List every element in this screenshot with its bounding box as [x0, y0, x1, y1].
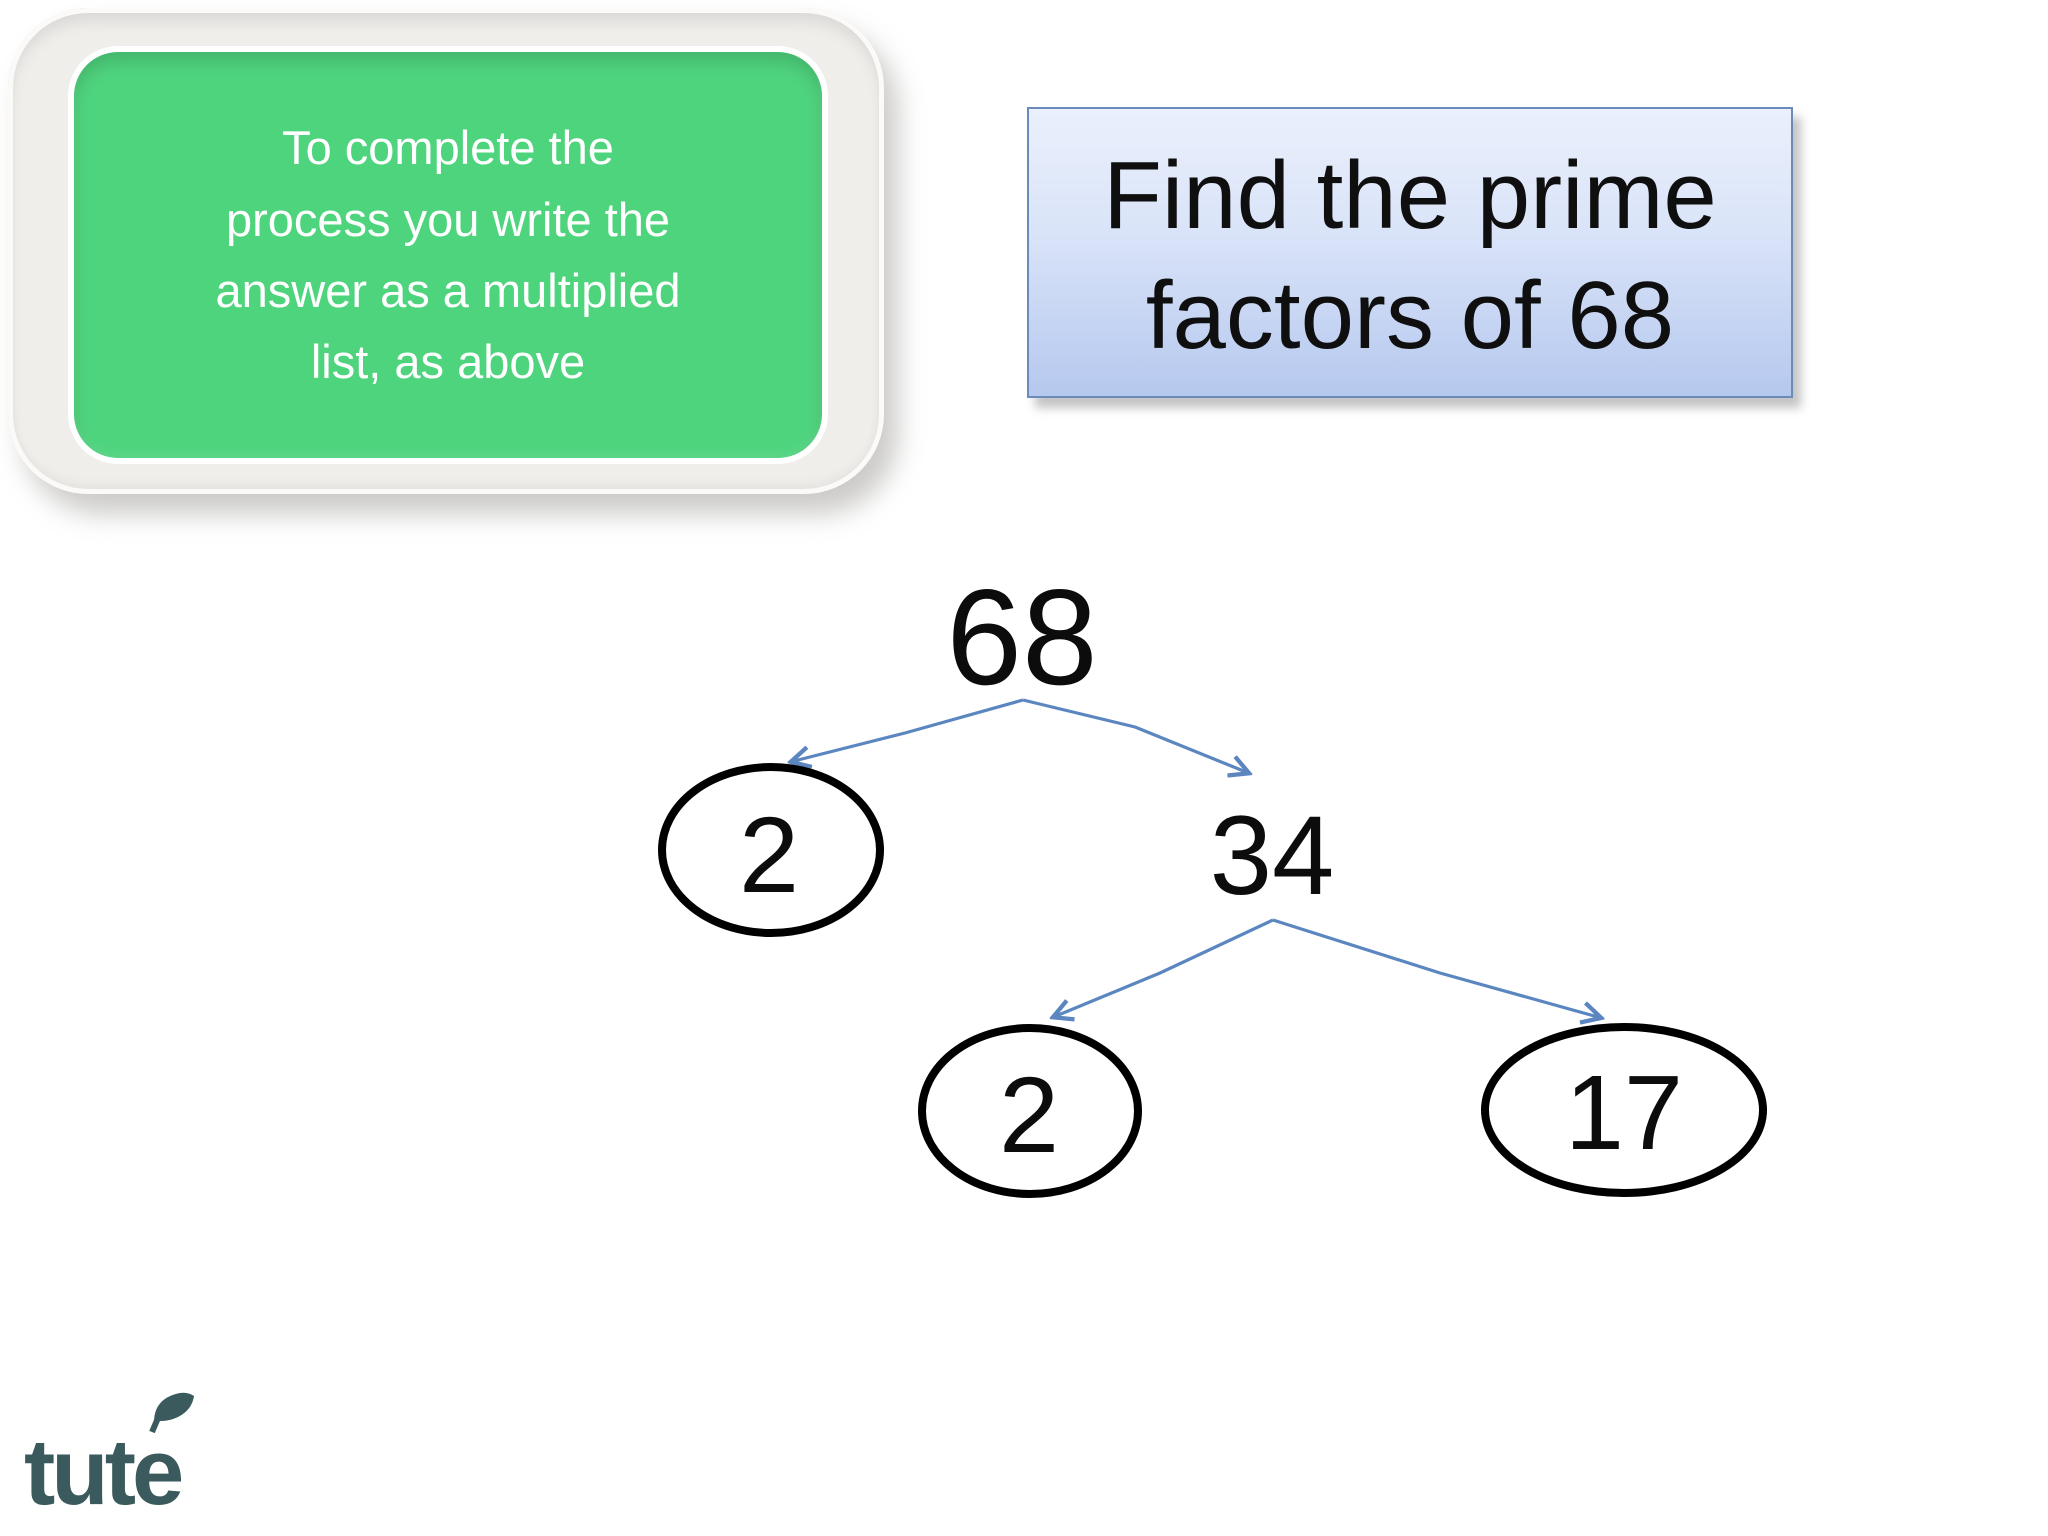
note-plaque-frame: To complete the process you write the an… — [8, 8, 884, 494]
note-line: answer as a multiplied — [215, 264, 681, 317]
note-line: To complete the — [282, 121, 614, 175]
title-line: factors of 68 — [1145, 261, 1675, 369]
prime-circle-2-left — [658, 763, 884, 937]
note-line: process you write the — [225, 192, 671, 246]
prime-title-box: Find the prime factors of 68 — [1027, 107, 1793, 398]
note-plaque-green-panel: To complete the process you write the an… — [74, 52, 822, 458]
note-line: list, as above — [310, 335, 586, 389]
arrow-68-to-34 — [1022, 698, 1246, 772]
prime-circle-2-middle — [918, 1024, 1142, 1198]
arrow-34-to-17 — [1272, 918, 1598, 1017]
tree-node-34: 34 — [1209, 793, 1335, 918]
tree-node-2-middle: 2 — [998, 1054, 1060, 1175]
arrow-34-to-2 — [1056, 918, 1274, 1016]
arrow-68-to-2 — [794, 698, 1024, 761]
logo-word-start: tut — [24, 1419, 136, 1524]
prime-circle-17 — [1481, 1023, 1767, 1197]
logo-word-end: e — [132, 1392, 195, 1526]
title-line: Find the prime — [1103, 141, 1717, 249]
tree-node-17: 17 — [1565, 1054, 1683, 1172]
tree-node-2-left: 2 — [738, 794, 800, 915]
tree-node-68: 68 — [946, 561, 1098, 713]
logo-leaf-icon — [149, 1392, 195, 1434]
